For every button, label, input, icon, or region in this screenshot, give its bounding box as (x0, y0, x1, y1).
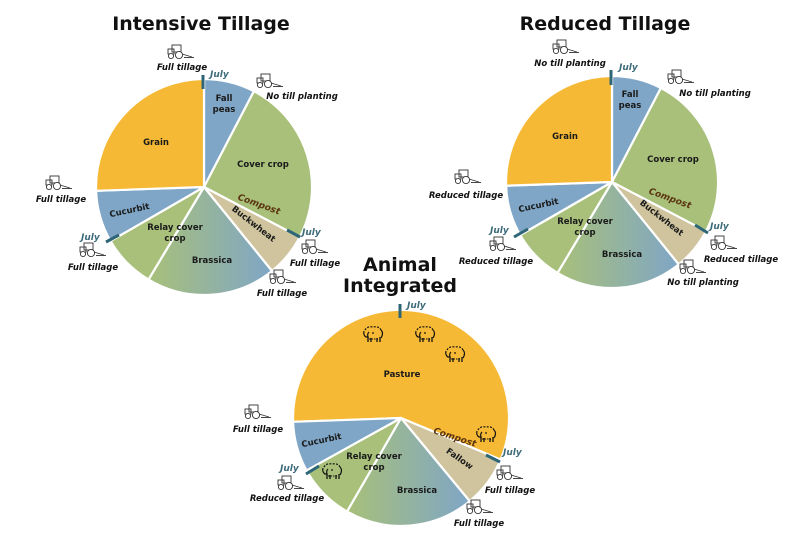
july-label: July (488, 226, 510, 236)
tractor-icon (496, 465, 524, 481)
july-label: July (300, 228, 322, 238)
pie-chart (504, 74, 720, 290)
slice-label: Brassica (397, 486, 437, 496)
slice-label: Fall (216, 94, 233, 104)
slice-grain (94, 77, 206, 192)
slice-pasture (291, 308, 511, 461)
slice-brassica (147, 185, 274, 297)
operation-label: Full tillage (257, 289, 307, 299)
slice-cucurbit (292, 416, 403, 472)
tractor-icon (489, 236, 517, 252)
pie-chart (94, 77, 314, 297)
slice-label: crop (574, 228, 595, 238)
july-marker (513, 227, 529, 239)
july-marker (305, 464, 320, 476)
operation-label: Full tillage (36, 195, 86, 205)
operation-label: Full tillage (485, 486, 535, 496)
july-label: July (79, 233, 101, 243)
operation-label: No till planting (667, 278, 739, 288)
slice-label: Relay cover (147, 223, 203, 233)
tractor-icon (667, 69, 695, 85)
july-label: July (617, 63, 639, 73)
slice-label: crop (164, 234, 185, 244)
tractor-icon (552, 39, 580, 55)
operation-label: Full tillage (454, 519, 504, 529)
operation-label: No till planting (679, 89, 751, 99)
operation-label: Reduced tillage (429, 191, 503, 201)
slice-label: Pasture (384, 370, 421, 380)
slice-brassica (556, 180, 680, 290)
july-label: July (708, 222, 730, 232)
reduced-tillage-diagram: Reduced Tillage Fall peas Cover crop Gra… (429, 13, 778, 290)
tractor-icon (679, 259, 707, 275)
tractor-icon (45, 175, 73, 191)
slice-label: Brassica (192, 256, 232, 266)
slice-label: crop (363, 463, 384, 473)
operation-label: No till planting (266, 92, 338, 102)
july-marker (286, 228, 301, 239)
slice-brassica (345, 416, 471, 528)
slice-label: Cover crop (647, 155, 699, 165)
july-marker (105, 233, 120, 244)
slice-grain (504, 74, 614, 187)
diagram-title-line: Integrated (343, 275, 457, 297)
tractor-icon (301, 239, 329, 255)
pie-chart (291, 308, 511, 528)
tractor-icon (269, 269, 297, 285)
slice-label: Relay cover (557, 217, 613, 227)
slice-label: peas (619, 101, 642, 111)
tractor-icon (466, 499, 494, 515)
animal-integrated-diagram: Animal Integrated Pasture Fallow Brassic… (233, 254, 535, 529)
july-label: July (278, 464, 300, 474)
july-label: July (208, 70, 230, 80)
operation-label: Full tillage (157, 63, 207, 73)
diagram-title-line: Animal (363, 254, 437, 276)
july-label: July (405, 301, 427, 311)
tractor-icon (79, 242, 107, 258)
slice-label: Grain (143, 138, 169, 148)
diagram-title: Reduced Tillage (520, 13, 691, 35)
july-label: July (501, 448, 523, 458)
tractor-icon (454, 169, 482, 185)
operation-label: Full tillage (68, 263, 118, 273)
operation-label: Full tillage (233, 425, 283, 435)
intensive-tillage-diagram: Intensive Tillage Fall peas Cover crop G… (36, 13, 340, 299)
tractor-icon (277, 475, 305, 491)
slice-label: Grain (552, 132, 578, 142)
operation-label: Full tillage (290, 259, 340, 269)
slice-label: Brassica (602, 250, 642, 260)
july-marker (694, 223, 709, 235)
operation-label: No till planting (534, 59, 606, 69)
july-marker (485, 453, 501, 464)
slice-label: peas (213, 105, 236, 115)
tractor-icon (256, 73, 284, 89)
diagram-title: Intensive Tillage (112, 13, 290, 35)
operation-label: Reduced tillage (459, 257, 533, 267)
operation-label: Reduced tillage (250, 494, 324, 504)
tractor-icon (167, 44, 195, 60)
tractor-icon (244, 404, 272, 420)
operation-label: Reduced tillage (704, 255, 778, 265)
slice-label: Relay cover (346, 452, 402, 462)
tractor-icon (710, 235, 738, 251)
slice-label: Cover crop (237, 160, 289, 170)
slice-label: Fall (622, 90, 639, 100)
